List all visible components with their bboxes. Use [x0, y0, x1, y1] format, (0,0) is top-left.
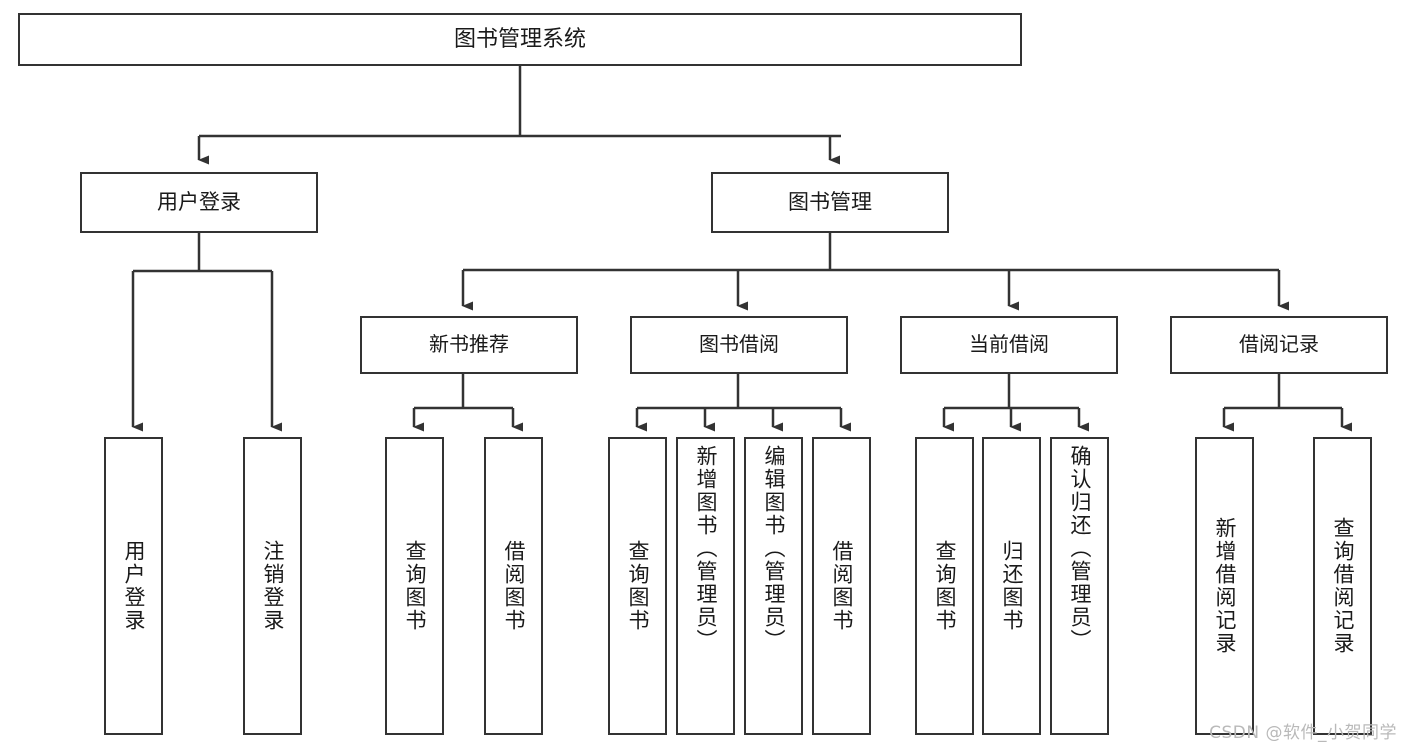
node-book-manage[interactable]: 图书管理 [711, 172, 949, 233]
node-label: 借阅记录 [1239, 332, 1319, 357]
leaf-edit-book-admin[interactable]: 编辑图书（管理员） [744, 437, 803, 735]
leaf-return-book[interactable]: 归还图书 [982, 437, 1041, 735]
node-label: 查询图书 [626, 540, 650, 632]
node-label: 用户登录 [122, 540, 146, 632]
node-label: 编辑图书（管理员） [762, 445, 786, 652]
leaf-add-book-admin[interactable]: 新增图书（管理员） [676, 437, 735, 735]
node-label: 当前借阅 [969, 332, 1049, 357]
leaf-logout-login[interactable]: 注销登录 [243, 437, 302, 735]
node-label: 图书管理 [788, 190, 872, 215]
node-label: 用户登录 [157, 190, 241, 215]
leaf-borrow-book-borrow[interactable]: 借阅图书 [812, 437, 871, 735]
node-book-borrow[interactable]: 图书借阅 [630, 316, 848, 374]
node-current-borrow[interactable]: 当前借阅 [900, 316, 1118, 374]
node-user-login[interactable]: 用户登录 [80, 172, 318, 233]
leaf-query-borrow-record[interactable]: 查询借阅记录 [1313, 437, 1372, 735]
leaf-query-book-current[interactable]: 查询图书 [915, 437, 974, 735]
leaf-confirm-return-admin[interactable]: 确认归还（管理员） [1050, 437, 1109, 735]
node-label: 注销登录 [261, 540, 285, 632]
leaf-query-book-borrow[interactable]: 查询图书 [608, 437, 667, 735]
watermark-text: CSDN @软件_小贺同学 [1209, 723, 1397, 743]
node-label: 新增借阅记录 [1213, 517, 1237, 655]
node-label: 新书推荐 [429, 332, 509, 357]
node-label: 新增图书（管理员） [694, 445, 718, 652]
leaf-add-borrow-record[interactable]: 新增借阅记录 [1195, 437, 1254, 735]
node-label: 图书管理系统 [453, 26, 586, 52]
node-borrow-record[interactable]: 借阅记录 [1170, 316, 1388, 374]
leaf-query-book-recommend[interactable]: 查询图书 [385, 437, 444, 735]
node-label: 查询图书 [403, 540, 427, 632]
node-label: 确认归还（管理员） [1068, 445, 1092, 652]
node-label: 图书借阅 [699, 332, 779, 357]
node-label: 查询借阅记录 [1331, 517, 1355, 655]
node-label: 借阅图书 [830, 540, 854, 632]
node-label: 查询图书 [933, 540, 957, 632]
node-label: 归还图书 [1000, 540, 1024, 632]
node-new-book-recommend[interactable]: 新书推荐 [360, 316, 578, 374]
node-label: 借阅图书 [502, 540, 526, 632]
leaf-borrow-book-recommend[interactable]: 借阅图书 [484, 437, 543, 735]
leaf-user-login[interactable]: 用户登录 [104, 437, 163, 735]
node-root-book-management-system[interactable]: 图书管理系统 [18, 13, 1022, 66]
